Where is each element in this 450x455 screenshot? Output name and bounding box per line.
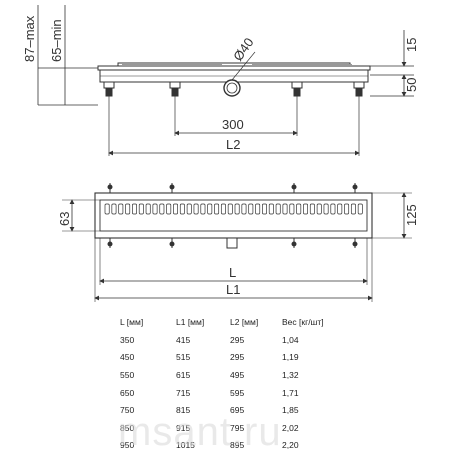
cell-weight: 2,02 xyxy=(282,422,299,433)
grate-slot xyxy=(132,203,137,215)
grate-slot xyxy=(316,203,322,215)
cell-l: 750 xyxy=(120,405,135,416)
cell-weight: 1,19 xyxy=(282,352,299,363)
cell-l1: 915 xyxy=(176,422,191,433)
width-inner-label: 63 xyxy=(57,212,72,226)
grate-slot xyxy=(186,203,192,215)
cell-l1: 1015 xyxy=(176,440,195,451)
grate-slot xyxy=(262,203,267,215)
cell-weight: 1,32 xyxy=(282,369,299,380)
grate-slot xyxy=(159,203,165,215)
grate-slot xyxy=(255,203,261,215)
table-row: 950 1015 895 2,20 xyxy=(108,437,342,455)
table-row: 850 915 795 2,02 xyxy=(108,419,342,437)
grate-slot xyxy=(241,203,247,215)
grate-slot xyxy=(289,203,295,215)
cell-weight: 1,04 xyxy=(282,334,299,345)
height-min-label: 65–min xyxy=(49,19,64,62)
grate-slots xyxy=(104,203,363,215)
side-view xyxy=(37,5,414,156)
grate-slot xyxy=(125,203,131,215)
outlet-stub xyxy=(226,237,238,249)
table-row: 650 715 595 1,71 xyxy=(108,384,342,402)
cell-l2: 595 xyxy=(230,387,245,398)
height-max-label: 87–max xyxy=(22,15,37,62)
grate-slot xyxy=(234,203,240,215)
grate-slot xyxy=(145,203,151,215)
grate-slot xyxy=(357,203,363,215)
cell-l2: 295 xyxy=(230,334,245,345)
grate-slot xyxy=(296,203,302,215)
cell-l: 650 xyxy=(120,387,135,398)
cell-weight: 1,85 xyxy=(282,405,299,416)
grate-slot xyxy=(173,203,179,215)
width-outer-label: 125 xyxy=(404,204,419,226)
length-l-label: L xyxy=(229,265,236,280)
top-offset-label: 15 xyxy=(404,38,419,52)
cell-l2: 295 xyxy=(230,352,245,363)
bottom-brackets xyxy=(107,238,358,248)
grate-slot xyxy=(344,203,350,215)
grate-slot xyxy=(111,203,117,215)
grate-slot xyxy=(152,203,158,215)
grate-slot xyxy=(282,203,288,215)
table-row: 750 815 695 1,85 xyxy=(108,401,342,419)
header-l1: L1 [мм] xyxy=(176,317,205,327)
length-l1-label: L1 xyxy=(226,282,240,297)
grate-slot xyxy=(200,203,206,215)
table-row: 350 415 295 1,04 xyxy=(108,331,342,349)
top-brackets xyxy=(107,183,358,193)
cell-l: 550 xyxy=(120,369,135,380)
grate-slot xyxy=(309,203,315,215)
cell-l2: 695 xyxy=(230,405,245,416)
table-row: 450 515 295 1,19 xyxy=(108,349,342,367)
cell-l2: 795 xyxy=(230,422,245,433)
length-l2-label: L2 xyxy=(226,137,240,152)
cell-l1: 415 xyxy=(176,334,191,345)
grate-slot xyxy=(275,203,281,215)
cell-l1: 615 xyxy=(176,369,191,380)
grate-slot xyxy=(138,203,144,215)
grate-slot xyxy=(248,203,254,215)
pipe-diameter-label: Ø40 xyxy=(230,35,256,64)
header-l: L [мм] xyxy=(120,317,144,327)
base-height-label: 50 xyxy=(404,78,419,92)
grate-slot xyxy=(104,203,110,215)
grate-slot xyxy=(330,203,336,215)
cell-l2: 895 xyxy=(230,440,245,451)
grate-slot xyxy=(350,203,356,215)
grate-slot xyxy=(323,203,329,215)
cell-l: 450 xyxy=(120,352,135,363)
grate-slot xyxy=(207,203,213,215)
header-weight: Вес [кг/шт] xyxy=(282,317,324,327)
cell-l1: 515 xyxy=(176,352,191,363)
header-l2: L2 [мм] xyxy=(230,317,259,327)
table-row: 550 615 495 1,32 xyxy=(108,366,342,384)
cell-l: 850 xyxy=(120,422,135,433)
cell-l: 350 xyxy=(120,334,135,345)
cell-weight: 2,20 xyxy=(282,440,299,451)
cell-weight: 1,71 xyxy=(282,387,299,398)
grate-slot xyxy=(303,203,309,215)
grate-slot xyxy=(214,203,220,215)
cell-l2: 495 xyxy=(230,369,245,380)
grate-slot xyxy=(193,203,199,215)
cell-l1: 715 xyxy=(176,387,191,398)
grate-slot xyxy=(337,203,343,215)
watermark: msant.ru xyxy=(118,410,282,454)
top-view xyxy=(62,183,412,302)
cell-l1: 815 xyxy=(176,405,191,416)
spec-table: L [мм] L1 [мм] L2 [мм] Вес [кг/шт] 350 4… xyxy=(108,317,342,454)
grate-slot xyxy=(166,203,172,215)
grate-slot xyxy=(118,203,124,215)
flange-spacing-label: 300 xyxy=(222,117,244,132)
grate-slot xyxy=(179,203,185,215)
grate-slot xyxy=(227,203,233,215)
table-header-row: L [мм] L1 [мм] L2 [мм] Вес [кг/шт] xyxy=(108,317,342,331)
grate-slot xyxy=(220,203,226,215)
grate-slot xyxy=(268,203,274,215)
cell-l: 950 xyxy=(120,440,135,451)
